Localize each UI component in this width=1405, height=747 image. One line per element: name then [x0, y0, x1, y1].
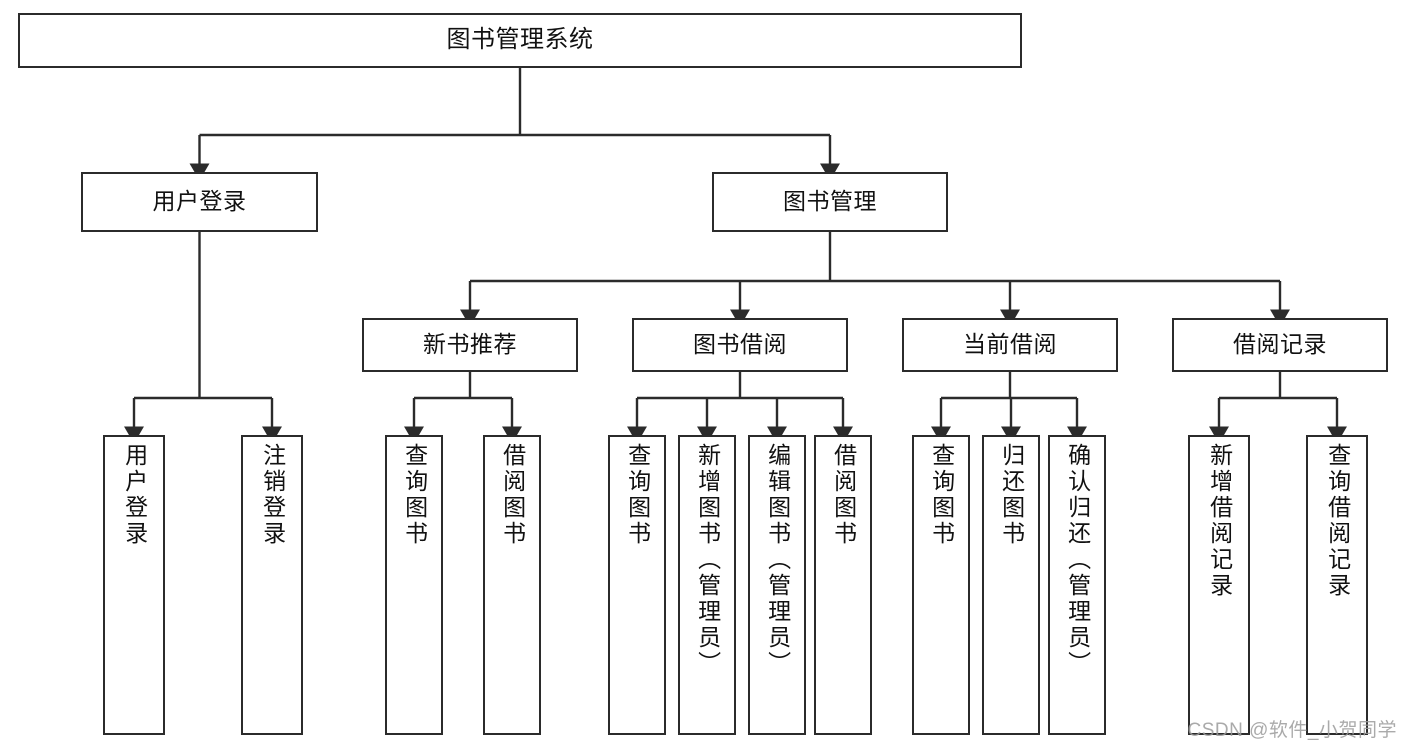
- node-label: 新增借阅记录: [1206, 443, 1233, 599]
- node-label: 用户登录: [121, 443, 148, 547]
- node-label: 用户登录: [152, 188, 247, 215]
- node-label: 借阅图书: [830, 443, 857, 547]
- node-bookmgmt[interactable]: 图书管理: [712, 172, 948, 232]
- node-label: 当前借阅: [963, 331, 1057, 358]
- node-label: 新书推荐: [423, 331, 517, 358]
- node-l-query3[interactable]: 查询图书: [912, 435, 970, 735]
- node-label: 注销登录: [259, 443, 286, 547]
- node-records[interactable]: 借阅记录: [1172, 318, 1388, 372]
- node-newbook[interactable]: 新书推荐: [362, 318, 578, 372]
- node-l-queryrec[interactable]: 查询借阅记录: [1306, 435, 1368, 735]
- node-label: 查询图书: [928, 443, 955, 547]
- watermark-text: CSDN @软件_小贺同学: [1187, 720, 1397, 741]
- node-l-confirm[interactable]: 确认归还（管理员）: [1048, 435, 1106, 735]
- node-l-login[interactable]: 用户登录: [103, 435, 165, 735]
- node-l-query2[interactable]: 查询图书: [608, 435, 666, 735]
- node-root[interactable]: 图书管理系统: [18, 13, 1022, 68]
- node-label: 图书管理系统: [446, 26, 594, 54]
- node-label: 图书管理: [783, 188, 877, 215]
- node-label: 新增图书（管理员）: [694, 443, 721, 677]
- node-current[interactable]: 当前借阅: [902, 318, 1118, 372]
- node-label: 查询借阅记录: [1324, 443, 1351, 599]
- node-login[interactable]: 用户登录: [81, 172, 318, 232]
- node-label: 归还图书: [998, 443, 1025, 547]
- node-label: 借阅图书: [499, 443, 526, 547]
- node-l-return[interactable]: 归还图书: [982, 435, 1040, 735]
- node-label: 查询图书: [624, 443, 651, 547]
- node-label: 查询图书: [401, 443, 428, 547]
- node-label: 编辑图书（管理员）: [764, 443, 791, 677]
- node-label: 借阅记录: [1233, 331, 1327, 358]
- node-l-addrec[interactable]: 新增借阅记录: [1188, 435, 1250, 735]
- node-label: 图书借阅: [693, 331, 787, 358]
- node-l-logout[interactable]: 注销登录: [241, 435, 303, 735]
- node-label: 确认归还（管理员）: [1064, 443, 1091, 677]
- node-l-borrow2[interactable]: 借阅图书: [814, 435, 872, 735]
- node-l-borrow1[interactable]: 借阅图书: [483, 435, 541, 735]
- node-l-editbook[interactable]: 编辑图书（管理员）: [748, 435, 806, 735]
- node-l-addbook[interactable]: 新增图书（管理员）: [678, 435, 736, 735]
- node-borrow[interactable]: 图书借阅: [632, 318, 848, 372]
- node-l-query1[interactable]: 查询图书: [385, 435, 443, 735]
